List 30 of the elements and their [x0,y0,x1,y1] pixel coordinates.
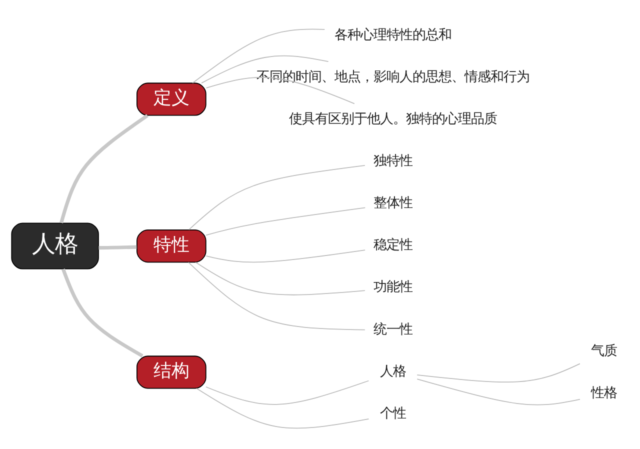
node-text: 性格 [591,385,618,400]
node-text: 各种心理特性的总和 [334,27,452,42]
connector [195,261,366,295]
connector [206,76,355,104]
node-text: 统一性 [373,322,412,337]
node-box: 特性 [136,228,206,262]
node-text: 功能性 [373,280,412,295]
node-text: 气质 [591,343,618,358]
node-text: 人格 [380,364,406,379]
node-box: 结构 [136,355,206,388]
connector [206,249,366,262]
connector [188,261,366,330]
connector [196,387,370,428]
node-text: 独特性 [373,154,412,169]
node-box: 定义 [136,82,206,116]
node-text: 整体性 [373,196,412,211]
node-text: 使具有区别于他人。独特的心理品质 [288,111,497,126]
connector [206,380,370,404]
connector [416,378,580,405]
connector [188,164,366,230]
connector [62,268,144,358]
node-text: 稳定性 [373,238,412,253]
connector [98,244,137,250]
connector [60,114,148,223]
node-text: 个性 [380,406,406,421]
node-box: 人格 [11,222,99,269]
connector [192,28,326,83]
connector [201,54,329,83]
connector [416,362,580,382]
connector [206,206,366,236]
